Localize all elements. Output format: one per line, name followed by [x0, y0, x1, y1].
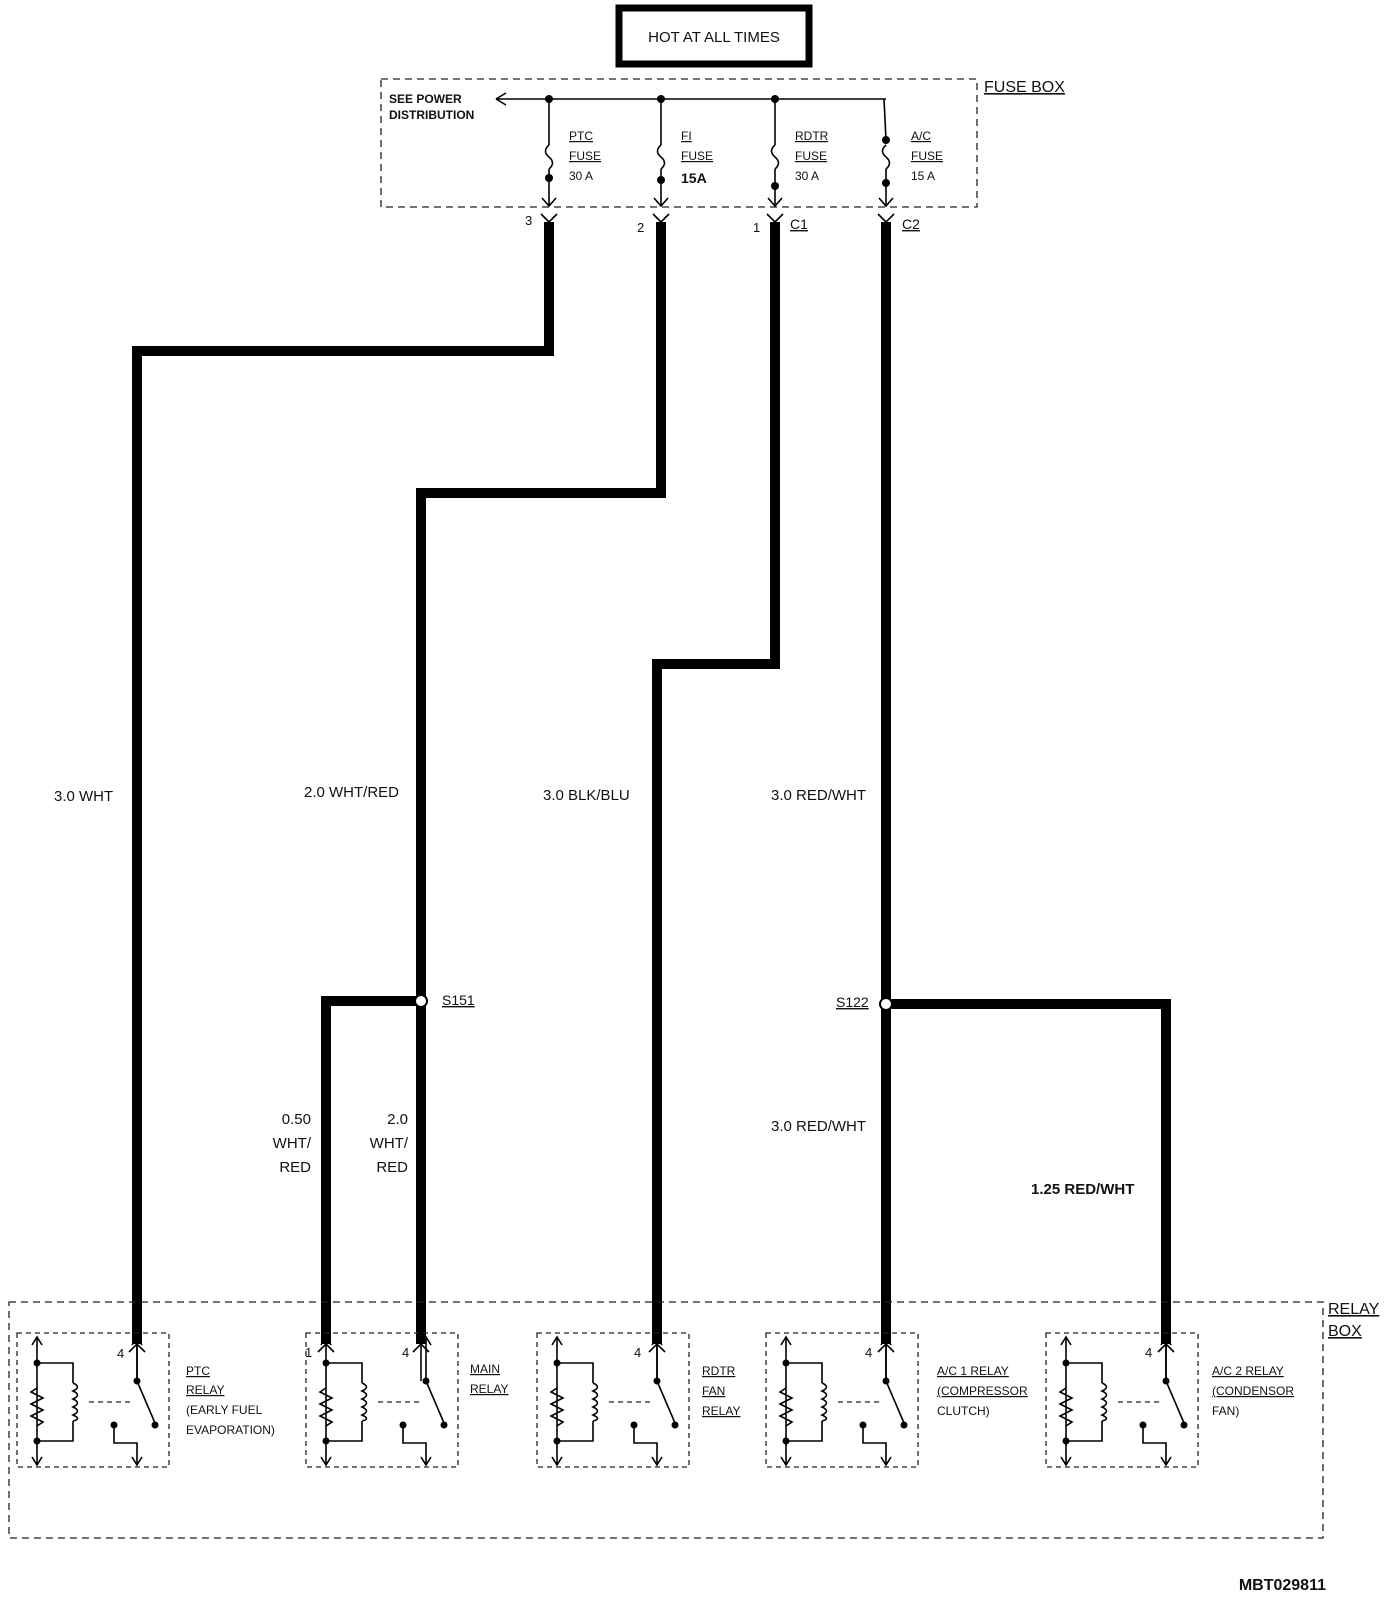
relay-rdtr-line1: RDTR	[702, 1364, 736, 1378]
splice-s151-dot	[414, 994, 428, 1008]
fuse-rdtr: RDTR FUSE 30 A	[767, 95, 829, 208]
wire-label-ac: 3.0 RED/WHT	[771, 787, 866, 804]
wire-label-main-pin4-line2: WHT/	[370, 1135, 409, 1152]
pin-rdtr-relay: 4	[634, 1345, 641, 1360]
fuse-ptc: PTC FUSE 30 A	[541, 95, 601, 208]
fuse-rdtr-name: RDTR	[795, 129, 829, 143]
pin-ac2-relay: 4	[1145, 1345, 1152, 1360]
ac1-relay-symbol	[765, 1332, 919, 1468]
wire-label-main-pin1-line1: 0.50	[282, 1111, 311, 1128]
relay-label-ptc: PTC RELAY (EARLY FUEL EVAPORATION)	[186, 1364, 275, 1437]
fuse-ptc-rating: 30 A	[569, 169, 593, 183]
connector-c2-label: C2	[902, 216, 920, 232]
hot-at-all-times-box: HOT AT ALL TIMES	[615, 4, 813, 68]
fuse-rdtr-word: FUSE	[795, 149, 827, 163]
hot-label: HOT AT ALL TIMES	[648, 29, 780, 46]
main-relay-symbol	[305, 1332, 459, 1468]
fuse-box-label: FUSE BOX	[984, 79, 1065, 96]
wire-label-rdtr: 3.0 BLK/BLU	[543, 787, 630, 804]
relay-ptc-line2: RELAY	[186, 1383, 224, 1397]
relay-label-ac2: A/C 2 RELAY (CONDENSOR FAN)	[1212, 1364, 1294, 1418]
wire-label-main-pin1: 0.50 WHT/ RED	[273, 1111, 312, 1176]
pin-1-label: 1	[753, 220, 760, 235]
relay-pin-labels: 4 1 4 4 4 4	[117, 1345, 1152, 1361]
relay-main-line1: MAIN	[470, 1362, 500, 1376]
relay-label-main: MAIN RELAY	[470, 1362, 508, 1396]
relay-label-rdtr: RDTR FAN RELAY	[702, 1364, 740, 1418]
pin4-main-relay: 4	[402, 1345, 409, 1360]
relay-ac2-line2: (CONDENSOR	[1212, 1384, 1294, 1398]
relay-ptc-line1: PTC	[186, 1364, 210, 1378]
wire-ac2	[886, 999, 1171, 1344]
fuse-box: FUSE BOX SEE POWER DISTRIBUTION PTC FUSE…	[380, 78, 1065, 235]
wire-rdtr	[652, 222, 780, 1344]
fuse-connectors	[540, 213, 895, 224]
fuse-ac-name: A/C	[911, 129, 931, 143]
relay-box: RELAY BOX	[8, 1301, 1380, 1539]
wire-label-ptc: 3.0 WHT	[54, 788, 113, 805]
fuse-ac-rating: 15 A	[911, 169, 935, 183]
document-id: MBT029811	[1239, 1577, 1326, 1594]
fuse-rdtr-rating: 30 A	[795, 169, 819, 183]
relay-ptc-line3: (EARLY FUEL	[186, 1403, 263, 1417]
fuse-fi-rating: 15A	[681, 170, 707, 186]
relay-main-line2: RELAY	[470, 1382, 508, 1396]
pin-ac1-relay: 4	[865, 1345, 872, 1360]
relay-connectors	[128, 1342, 1175, 1353]
wire-label-main-pin4-line1: 2.0	[387, 1111, 408, 1128]
relay-rdtr-line3: RELAY	[702, 1404, 740, 1418]
fuse-fi-name: FI	[681, 129, 692, 143]
fuse-fi-word: FUSE	[681, 149, 713, 163]
connector-c1-label: C1	[790, 216, 808, 232]
relay-ac1-line3: CLUTCH)	[937, 1404, 990, 1418]
fuse-fi: FI FUSE 15A	[653, 95, 713, 208]
arrow-left-icon	[495, 92, 507, 106]
ac2-relay-symbol	[1045, 1332, 1199, 1468]
splice-s151-label: S151	[442, 992, 475, 1008]
see-power-line2: DISTRIBUTION	[389, 108, 474, 122]
pin-2-label: 2	[637, 220, 644, 235]
wire-label-ac2: 1.25 RED/WHT	[1031, 1181, 1134, 1198]
wire-ptc	[132, 222, 554, 1344]
relay-label-ac1: A/C 1 RELAY (COMPRESSOR CLUTCH)	[937, 1364, 1028, 1418]
relay-ac1-line1: A/C 1 RELAY	[937, 1364, 1009, 1378]
relay-box-label-2: BOX	[1328, 1323, 1362, 1340]
splice-s122-dot	[879, 997, 893, 1011]
splice-s122-label: S122	[836, 994, 869, 1010]
pin1-main-relay: 1	[305, 1345, 312, 1360]
relay-box-label-1: RELAY	[1328, 1301, 1380, 1318]
wire-label-main-pin1-line3: RED	[279, 1159, 311, 1176]
relay-ac2-line1: A/C 2 RELAY	[1212, 1364, 1284, 1378]
fuse-ac-word: FUSE	[911, 149, 943, 163]
pin-ptc-relay: 4	[117, 1346, 124, 1361]
relay-ac2-line3: FAN)	[1212, 1404, 1239, 1418]
pin-3-label: 3	[525, 213, 532, 228]
fuse-ptc-word: FUSE	[569, 149, 601, 163]
fuse-ac: A/C FUSE 15 A	[878, 129, 943, 208]
relay-ac1-line2: (COMPRESSOR	[937, 1384, 1028, 1398]
relay-ptc-line4: EVAPORATION)	[186, 1423, 275, 1437]
wire-label-main-pin4: 2.0 WHT/ RED	[370, 1111, 409, 1176]
wire-main-pin1	[321, 996, 421, 1344]
fuse-ptc-name: PTC	[569, 129, 593, 143]
wires	[132, 222, 1171, 1344]
wire-label-main-pin4-line3: RED	[376, 1159, 408, 1176]
wire-label-main-pin1-line2: WHT/	[273, 1135, 312, 1152]
wire-fi	[416, 222, 666, 1344]
wire-label-ac-lower: 3.0 RED/WHT	[771, 1118, 866, 1135]
see-power-line1: SEE POWER	[389, 92, 462, 106]
ptc-relay-symbol	[16, 1332, 170, 1468]
wire-label-fi: 2.0 WHT/RED	[304, 784, 399, 801]
rdtr-relay-symbol	[536, 1332, 690, 1468]
relay-rdtr-line2: FAN	[702, 1384, 725, 1398]
